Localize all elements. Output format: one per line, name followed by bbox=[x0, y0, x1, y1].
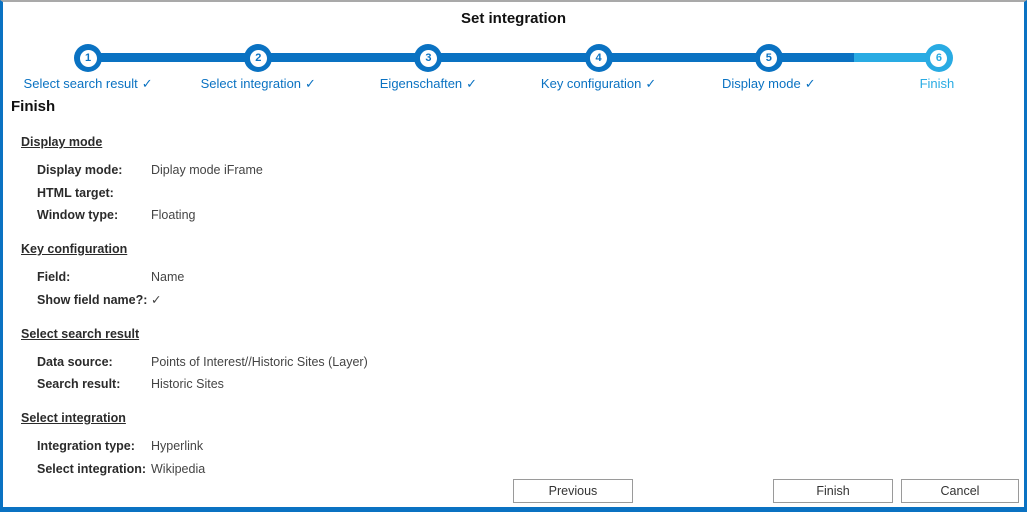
previous-button[interactable]: Previous bbox=[513, 479, 633, 503]
summary-row: Display mode: Diplay mode iFrame bbox=[37, 163, 1024, 178]
row-label: Select integration: bbox=[37, 461, 147, 476]
step-select-search-result[interactable]: 1 Select search result✓ bbox=[3, 35, 173, 93]
summary-row: HTML target: bbox=[37, 186, 1024, 201]
step-label: Eigenschaften✓ bbox=[379, 76, 478, 91]
step-label: Key configuration✓ bbox=[540, 76, 657, 91]
row-label: Show field name?: bbox=[37, 292, 148, 307]
step-circle[interactable]: 5 bbox=[754, 44, 783, 72]
summary-row: Field: Name bbox=[37, 270, 1024, 285]
section-title: Select search result bbox=[21, 326, 140, 341]
cancel-button[interactable]: Cancel bbox=[901, 479, 1019, 503]
row-label: Display mode: bbox=[37, 163, 123, 177]
summary-panel: Display mode Display mode: Diplay mode i… bbox=[21, 135, 1024, 477]
row-label: HTML target: bbox=[37, 185, 114, 200]
section-display-mode: Display mode Display mode: Diplay mode i… bbox=[21, 135, 1024, 223]
section-select-search-result: Select search result Data source: Points… bbox=[21, 327, 1024, 393]
step-number: 3 bbox=[419, 49, 437, 67]
step-circle[interactable]: 4 bbox=[584, 44, 613, 72]
row-label: Data source: bbox=[37, 354, 113, 369]
check-icon: ✓ bbox=[151, 292, 162, 307]
row-value: Historic Sites bbox=[151, 377, 224, 391]
summary-row: Select integration: Wikipedia bbox=[37, 462, 1024, 477]
check-icon: ✓ bbox=[804, 76, 816, 91]
step-number: 6 bbox=[930, 49, 948, 67]
row-value: Floating bbox=[151, 208, 196, 222]
section-title: Select integration bbox=[21, 411, 126, 425]
summary-row: Show field name?: ✓ bbox=[37, 293, 1024, 308]
page-title: Finish bbox=[11, 98, 56, 115]
row-value: Hyperlink bbox=[151, 439, 204, 453]
step-key-configuration[interactable]: 4 Key configuration✓ bbox=[514, 35, 684, 93]
section-title: Key configuration bbox=[21, 242, 128, 256]
step-select-integration[interactable]: 2 Select integration✓ bbox=[173, 35, 343, 93]
step-number: 1 bbox=[79, 49, 97, 67]
row-value: Points of Interest//Historic Sites (Laye… bbox=[151, 354, 368, 369]
footer-button-bar: Previous Finish Cancel bbox=[3, 479, 1024, 505]
check-icon: ✓ bbox=[645, 76, 657, 91]
finish-button[interactable]: Finish bbox=[773, 479, 893, 503]
row-value: Name bbox=[151, 270, 185, 284]
summary-row: Data source: Points of Interest//Histori… bbox=[37, 355, 1024, 370]
wizard-stepper: 1 Select search result✓ 2 Select integra… bbox=[3, 35, 1024, 93]
row-label: Search result: bbox=[37, 377, 121, 391]
step-number: 4 bbox=[590, 49, 608, 67]
stepper-progress-track bbox=[88, 53, 939, 62]
row-value: Diplay mode iFrame bbox=[151, 163, 263, 177]
row-label: Window type: bbox=[37, 208, 119, 222]
step-circle[interactable]: 6 bbox=[924, 44, 953, 72]
section-select-integration: Select integration Integration type: Hyp… bbox=[21, 411, 1024, 477]
check-icon: ✓ bbox=[305, 76, 316, 91]
step-label: Select search result✓ bbox=[23, 76, 153, 91]
check-icon: ✓ bbox=[141, 76, 153, 91]
step-display-mode[interactable]: 5 Display mode✓ bbox=[684, 35, 854, 93]
step-circle[interactable]: 1 bbox=[74, 44, 103, 72]
row-label: Field: bbox=[37, 270, 71, 284]
step-eigenschaften[interactable]: 3 Eigenschaften✓ bbox=[343, 35, 513, 93]
step-finish[interactable]: 6 Finish bbox=[854, 35, 1024, 93]
section-key-configuration: Key configuration Field: Name Show field… bbox=[21, 242, 1024, 308]
summary-row: Search result: Historic Sites bbox=[37, 377, 1024, 392]
row-label: Integration type: bbox=[37, 439, 135, 453]
section-title: Display mode bbox=[21, 135, 103, 149]
step-label: Finish bbox=[919, 76, 955, 91]
summary-row: Integration type: Hyperlink bbox=[37, 439, 1024, 454]
dialog-title: Set integration bbox=[460, 10, 566, 27]
step-number: 2 bbox=[249, 49, 267, 67]
check-icon: ✓ bbox=[466, 76, 478, 91]
row-value: Wikipedia bbox=[151, 461, 206, 476]
step-label: Select integration✓ bbox=[200, 76, 316, 91]
step-circle[interactable]: 2 bbox=[244, 44, 273, 72]
step-label: Display mode✓ bbox=[721, 76, 816, 91]
step-circle[interactable]: 3 bbox=[414, 44, 443, 72]
summary-row: Window type: Floating bbox=[37, 208, 1024, 223]
step-number: 5 bbox=[760, 49, 778, 67]
